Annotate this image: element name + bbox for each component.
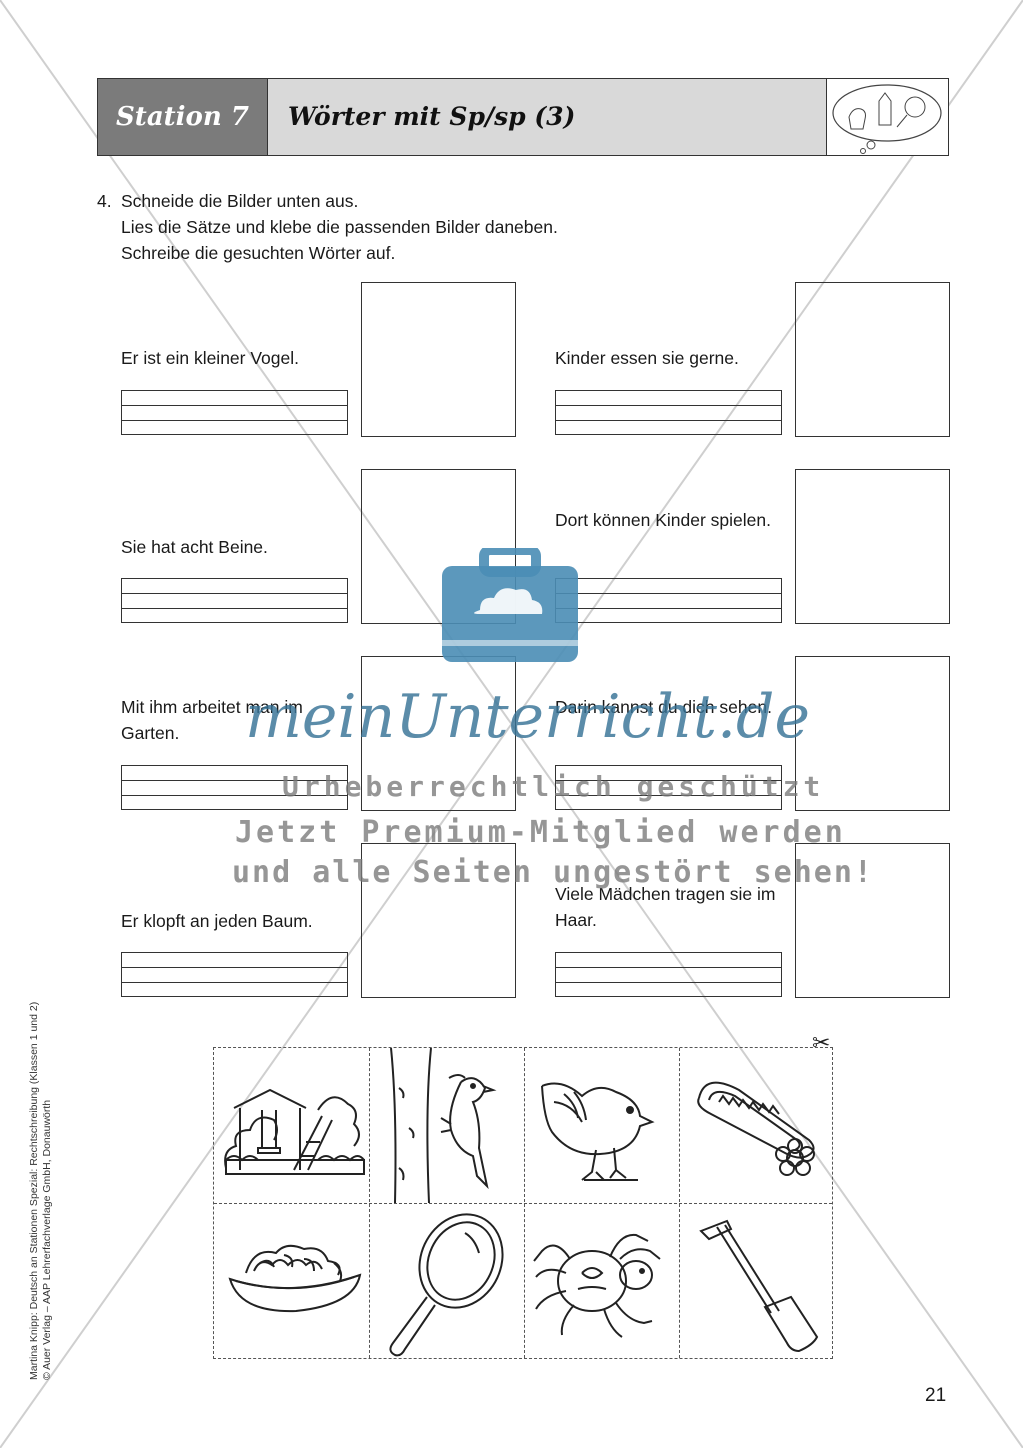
writing-lines[interactable] [121, 578, 348, 623]
task-sentence: Kinder essen sie gerne. [555, 348, 739, 368]
task-sentence: Dort können Kinder spielen. [555, 510, 771, 530]
writing-lines[interactable] [555, 952, 782, 997]
sparrow-icon[interactable] [524, 1048, 679, 1203]
task-number: 4. [97, 191, 112, 211]
spider-icon[interactable] [524, 1203, 679, 1358]
writing-lines[interactable] [555, 765, 782, 810]
writing-lines[interactable] [121, 765, 348, 810]
picture-slot[interactable] [795, 843, 950, 998]
task-sentence: Er klopft an jeden Baum. [121, 911, 313, 931]
spade-icon[interactable] [679, 1203, 834, 1358]
writing-lines[interactable] [121, 390, 348, 435]
instruction-line: Lies die Sätze und klebe die passenden B… [121, 217, 558, 237]
credit-line: Martina Knipp: Deutsch an Stationen Spez… [28, 1001, 40, 1380]
station-label: Station 7 [98, 79, 268, 155]
scissors-icon: ✂ [812, 1030, 831, 1055]
task-sentence: Mit ihm arbeitet man im Garten. [121, 697, 303, 743]
copyright-credit: Martina Knipp: Deutsch an Stationen Spez… [28, 1002, 54, 1380]
task-sentence: Viele Mädchen tragen sie im Haar. [555, 884, 776, 930]
thought-bubble-icon [826, 79, 948, 155]
task-sentence: Darin kannst du dich sehen. [555, 697, 772, 717]
playground-icon[interactable] [214, 1048, 369, 1203]
mirror-icon[interactable] [369, 1203, 524, 1358]
cutout-grid [213, 1047, 833, 1359]
credit-line: © Auer Verlag – AAP Lehrerfachverlage Gm… [41, 1099, 53, 1380]
picture-slot[interactable] [361, 469, 516, 624]
task-sentence: Sie hat acht Beine. [121, 537, 268, 557]
picture-slot[interactable] [361, 656, 516, 811]
picture-slot[interactable] [361, 843, 516, 998]
writing-lines[interactable] [121, 952, 348, 997]
station-header: Station 7 Wörter mit Sp/sp (3) [97, 78, 949, 156]
instruction-line: Schneide die Bilder unten aus. [121, 191, 359, 211]
writing-lines[interactable] [555, 578, 782, 623]
instruction-line: Schreibe die gesuchten Wörter auf. [121, 243, 396, 263]
woodpecker-icon[interactable] [369, 1048, 524, 1203]
hair-clip-icon[interactable] [679, 1048, 834, 1203]
page-number: 21 [925, 1385, 947, 1406]
task-sentence: Er ist ein kleiner Vogel. [121, 348, 300, 368]
picture-slot[interactable] [361, 282, 516, 437]
picture-slot[interactable] [795, 282, 950, 437]
writing-lines[interactable] [555, 390, 782, 435]
picture-slot[interactable] [795, 656, 950, 811]
picture-slot[interactable] [795, 469, 950, 624]
page-title: Wörter mit Sp/sp (3) [288, 102, 576, 131]
spaghetti-icon[interactable] [214, 1203, 369, 1358]
